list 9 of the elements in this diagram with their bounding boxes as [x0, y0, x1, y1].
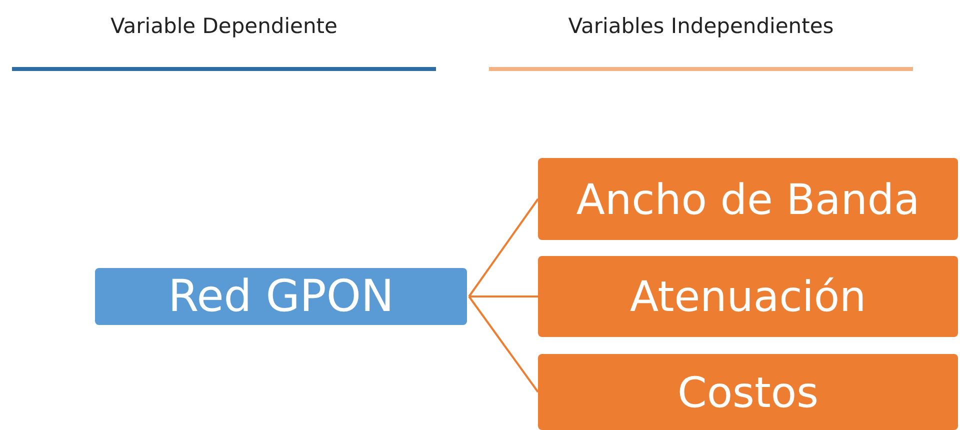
connector-line: [468, 198, 539, 298]
variable-box: Atenuación: [538, 256, 958, 337]
variable-box: Costos: [538, 354, 958, 430]
connector-line: [469, 296, 538, 298]
connector-line: [468, 296, 539, 393]
column-heading: Variables Independientes: [567, 14, 835, 38]
variable-box: Ancho de Banda: [538, 158, 958, 240]
column-heading: Variable Dependiente: [110, 14, 338, 38]
variable-box: Red GPON: [95, 268, 467, 325]
